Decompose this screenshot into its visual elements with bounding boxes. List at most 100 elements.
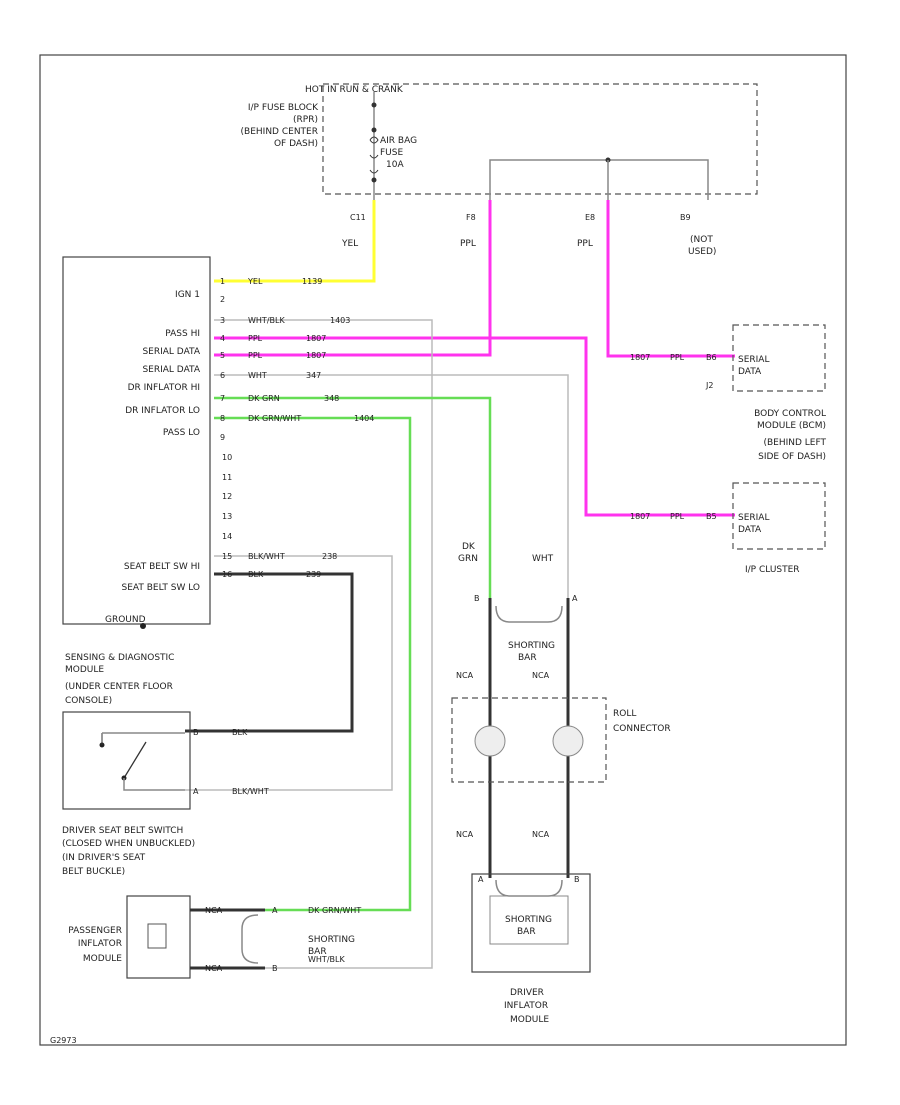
ipc-pin: B5 [706, 512, 717, 521]
sdm-pin: 16 [222, 570, 232, 579]
sdm-wire-circuit: 1807 [306, 334, 326, 343]
passenger-module-name-2: INFLATOR [78, 939, 122, 949]
sdm-pin: 3 [220, 316, 225, 325]
wire-seatbelt-lo [185, 572, 354, 733]
sdm-wire-color: BLK [248, 570, 264, 579]
coil-nca: NCA [532, 671, 550, 680]
bcm-box-label-1: SERIAL [738, 355, 769, 365]
sdm-pin: 7 [220, 394, 225, 403]
not-used-label-2: USED) [688, 247, 716, 257]
fuse-label-2: FUSE [380, 148, 403, 158]
fuse-icon [369, 136, 379, 174]
coil-winding-icon [474, 725, 506, 757]
fuse-block-location-2: (RPR) [293, 115, 318, 125]
wire-serial-fuse [214, 200, 492, 357]
sdm-wire-color: DK GRN/WHT [248, 414, 301, 423]
sdm-label-pass-hi: PASS HI [165, 329, 200, 339]
seat-belt-pin-a: A [193, 787, 199, 796]
sdm-pin: 10 [222, 453, 232, 462]
sdm-name-3: (UNDER CENTER FLOOR [65, 682, 173, 692]
driver-module-name-3: MODULE [510, 1015, 549, 1025]
sdm-pin: 11 [222, 473, 232, 482]
roll-connector-name-2: CONNECTOR [613, 724, 671, 734]
sdm-wire-color: YEL [247, 277, 263, 286]
driver-shorting-bar-label-1: SHORTING [505, 915, 552, 925]
coil-winding-icon [552, 725, 584, 757]
passenger-shorting-bar-label-1: SHORTING [308, 935, 355, 945]
seat-belt-switch: B A BLK BLK/WHT DRIVER SEAT BELT SWITCH … [62, 711, 269, 877]
driver-shorting-bar-label-2: BAR [517, 927, 536, 937]
sdm-name-2: MODULE [65, 665, 104, 675]
bcm-name-4: SIDE OF DASH) [758, 452, 826, 462]
bcm-connector: J2 [705, 381, 713, 390]
fuse-node [371, 177, 377, 183]
sdm-wire-circuit: 1403 [330, 316, 350, 325]
coil-shorting-bar-label-2: BAR [518, 653, 537, 663]
sdm-pin: 9 [220, 433, 225, 442]
coil-shorting-bar [495, 605, 563, 623]
wire-pass-lo [214, 416, 412, 912]
sdm-pin: 15 [222, 552, 232, 561]
sdm-label-dr-inflator-hi: DR INFLATOR HI [128, 383, 200, 393]
sdm-pin: 12 [222, 492, 232, 501]
coil-nca: NCA [532, 830, 550, 839]
sdm-pin: 2 [220, 295, 225, 304]
not-used-label-1: (NOT [690, 235, 713, 245]
driver-module-name-1: DRIVER [510, 988, 544, 998]
bcm-name-3: (BEHIND LEFT [763, 438, 826, 448]
driver-module-box [471, 873, 591, 973]
sensing-diagnostic-module: IGN 1 PASS HI SERIAL DATA SERIAL DATA DR… [62, 256, 211, 706]
driver-pin-b: B [574, 875, 580, 884]
sdm-label-seatbelt-hi: SEAT BELT SW HI [124, 562, 200, 572]
sdm-label-dr-inflator-lo: DR INFLATOR LO [125, 406, 200, 416]
ipc-outline [732, 482, 826, 550]
passenger-module-name-1: PASSENGER [68, 926, 122, 936]
sdm-pin: 6 [220, 371, 225, 380]
driver-shorting-bar [495, 879, 563, 897]
sdm-label-seatbelt-lo: SEAT BELT SW LO [122, 583, 200, 593]
wire-dr-inflator-hi [214, 374, 569, 598]
sdm-label-ign1: IGN 1 [175, 290, 200, 300]
wire-serial-ipc [214, 336, 735, 517]
sdm-pin: 1 [220, 277, 225, 286]
ipc-box-label-2: DATA [738, 525, 762, 535]
coil-nca: NCA [456, 671, 474, 680]
diagram-frame [39, 54, 847, 1046]
figure-code: G2973 [50, 1036, 77, 1045]
seat-belt-wire-blkwht: BLK/WHT [232, 787, 269, 796]
sdm-label-pass-lo: PASS LO [163, 428, 200, 438]
sdm-wire-circuit: 347 [306, 371, 321, 380]
ipc-wire-color: PPL [670, 512, 685, 521]
coil-color-dk: DK [462, 542, 476, 552]
wire-ign-yellow [214, 200, 376, 283]
fuse-pin-b9: B9 [680, 213, 691, 222]
coil-nca: NCA [456, 830, 474, 839]
fuse-label-3: 10A [386, 160, 404, 170]
fuse-pin-f8: F8 [466, 213, 476, 222]
passenger-inflator-module: PASSENGER INFLATOR MODULE NCA NCA A B DK… [68, 895, 361, 979]
wire-color-ppl-2: PPL [577, 239, 593, 249]
fuse-node [371, 127, 377, 133]
fuse-block-outline [322, 83, 758, 195]
switch-lead-bottom [123, 778, 185, 791]
ground-icon [140, 623, 146, 629]
sdm-wire-circuit: 239 [306, 570, 321, 579]
passenger-harness-grn: DK GRN/WHT [308, 906, 361, 915]
passenger-pin-b: B [272, 964, 278, 973]
sdm-wire-color: PPL [248, 334, 263, 343]
wire-pass-hi [214, 319, 433, 969]
fuse-node [371, 102, 377, 108]
ipc-name: I/P CLUSTER [745, 565, 800, 575]
roll-connector: DK GRN WHT B A SHORTING BAR NCA NCA ROLL… [451, 542, 671, 839]
sdm-pins: 1 2 3 4 5 6 7 8 9 10 11 12 13 14 15 16 Y… [220, 277, 374, 579]
fuse-bus [489, 159, 709, 200]
sdm-wire-circuit: 1139 [302, 277, 322, 286]
sdm-wire-color: DK GRN [248, 394, 280, 403]
sdm-wire-circuit: 1807 [306, 351, 326, 360]
coil-pin-a: A [572, 594, 578, 603]
bcm-name-1: BODY CONTROL [754, 409, 826, 419]
coil-pin-b: B [474, 594, 480, 603]
sdm-pin: 14 [222, 532, 232, 541]
sdm-pin: 4 [220, 334, 225, 343]
